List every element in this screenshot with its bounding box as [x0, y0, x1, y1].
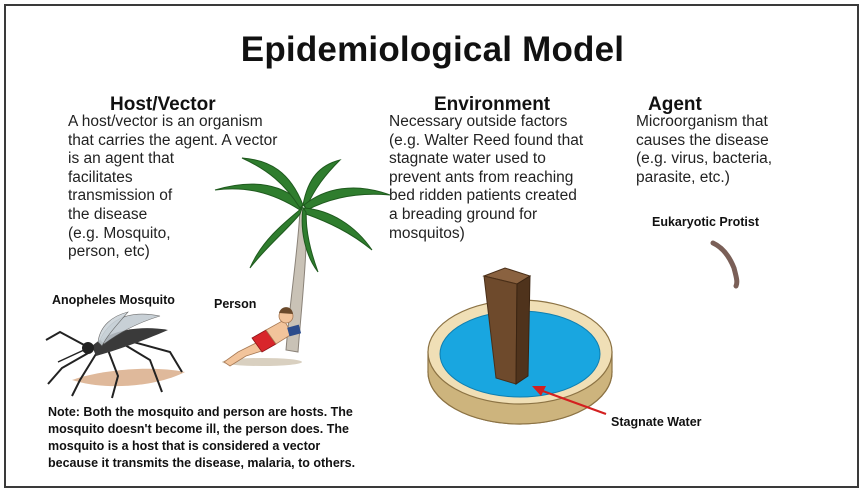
note-text: Note: Both the mosquito and person are h…: [48, 404, 428, 472]
stagnant-water-dish-illustration: [428, 268, 612, 424]
palm-tree-illustration: [215, 158, 390, 352]
eukaryotic-protist-illustration: [713, 243, 737, 286]
mosquito-illustration: [46, 312, 185, 398]
